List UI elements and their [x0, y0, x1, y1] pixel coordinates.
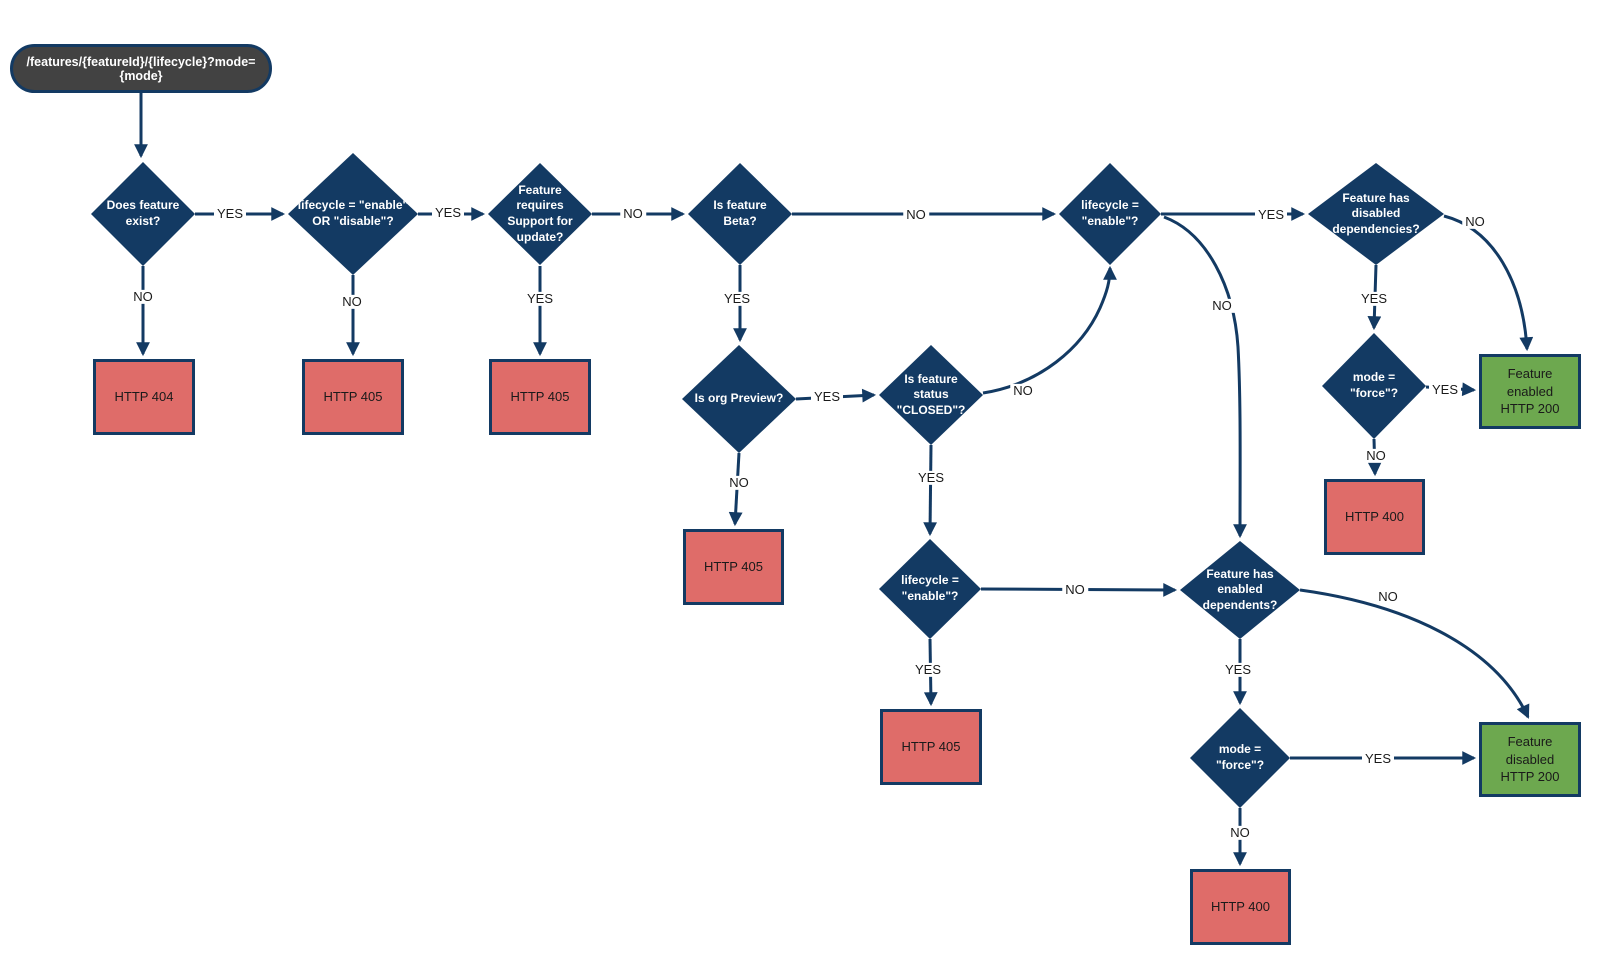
edge-label-lifecycle-bottom-yes: YES [911, 662, 945, 678]
edge-label-lifecycle-valid-yes: YES [431, 205, 465, 221]
edge-label-status-closed-no: NO [1010, 383, 1036, 399]
edge-label-lifecycle-top-no: NO [1209, 298, 1235, 314]
edge-label-disabled-deps-yes: YES [1357, 291, 1391, 307]
edge-label-exist-no: NO [130, 289, 156, 305]
edge-label-requires-support-yes: YES [523, 291, 557, 307]
terminal-http-400-top: HTTP 400 [1324, 479, 1425, 555]
start-endpoint-label: /features/{featureId}/{lifecycle}?mode={… [26, 54, 256, 83]
edge-label-is-org-preview-no: NO [726, 475, 752, 491]
edge-label-mode-force-top-no: NO [1363, 448, 1389, 464]
edge-lifecycle-top-no [1163, 215, 1247, 539]
edge-status-closed-yes [923, 444, 938, 537]
edge-status-closed-no [982, 265, 1117, 395]
terminal-feature-disabled-http-200: Feature disabled HTTP 200 [1479, 722, 1581, 797]
terminal-http-404: HTTP 404 [93, 359, 195, 435]
edge-label-status-closed-yes: YES [914, 470, 948, 486]
terminal-http-405-lifecycle: HTTP 405 [302, 359, 404, 435]
edge-label-lifecycle-top-yes: YES [1254, 207, 1288, 223]
edge-label-mode-force-top-yes: YES [1428, 382, 1462, 398]
start-endpoint-pill: /features/{featureId}/{lifecycle}?mode={… [10, 44, 272, 93]
edge-label-disabled-deps-no: NO [1462, 214, 1488, 230]
edge-label-lifecycle-bottom-no: NO [1062, 582, 1088, 598]
edge-label-exist-yes: YES [213, 206, 247, 222]
edge-label-enabled-deps-no: NO [1375, 589, 1401, 605]
edge-label-mode-force-bottom-yes: YES [1361, 751, 1395, 767]
terminal-http-400-bottom: HTTP 400 [1190, 869, 1291, 945]
terminal-http-405-preview: HTTP 405 [683, 529, 784, 605]
terminal-http-405-closed: HTTP 405 [880, 709, 982, 785]
edge-label-lifecycle-valid-no: NO [339, 294, 365, 310]
edge-label-enabled-deps-yes: YES [1221, 662, 1255, 678]
edge-label-is-beta-yes: YES [720, 291, 754, 307]
terminal-http-405-support: HTTP 405 [489, 359, 591, 435]
edge-disabled-deps-no [1443, 214, 1534, 352]
edge-label-is-org-preview-yes: YES [810, 389, 844, 405]
terminal-feature-enabled-http-200: Feature enabled HTTP 200 [1479, 354, 1581, 429]
edge-enabled-deps-no [1299, 588, 1530, 719]
edge-label-mode-force-bottom-no: NO [1227, 825, 1253, 841]
edge-label-is-beta-no: NO [903, 207, 929, 223]
edge-label-requires-support-no: NO [620, 206, 646, 222]
